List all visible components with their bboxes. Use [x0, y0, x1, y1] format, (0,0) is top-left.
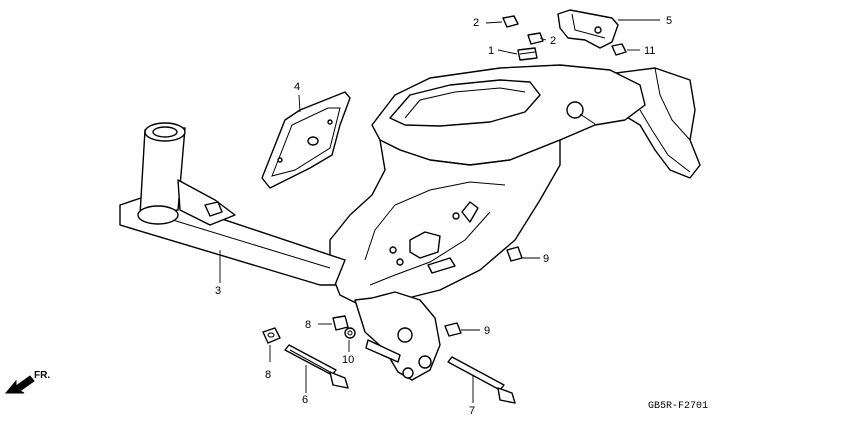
frame-body: [329, 64, 701, 381]
bolt-part-7: [447, 356, 516, 404]
callout-11: 11: [644, 45, 655, 57]
callout-6: 6: [302, 394, 308, 406]
washer-part-10: [344, 327, 356, 339]
nut-part-11: [611, 43, 627, 56]
nut-part-8-upper: [332, 315, 349, 331]
callout-5: 5: [666, 15, 672, 27]
callout-2-lower: 2: [550, 35, 556, 47]
callout-8-upper: 8: [305, 319, 311, 331]
callout-9-lower: 9: [484, 325, 490, 337]
bolt-part-6: [284, 344, 349, 389]
callout-9-upper: 9: [543, 253, 549, 265]
callout-1: 1: [488, 45, 494, 57]
leader-lines: [219, 19, 660, 403]
callout-3: 3: [215, 285, 221, 297]
bracket-part-5: [557, 9, 619, 49]
drawing-code: GB5R-F2701: [648, 401, 708, 412]
callout-10: 10: [342, 354, 354, 366]
front-direction-arrow: FR.: [4, 370, 50, 394]
nut-part-9-upper: [506, 246, 523, 262]
nut-part-9-lower: [444, 322, 462, 337]
front-tube: [119, 122, 346, 286]
nut-part-8-lower: [262, 327, 281, 344]
callout-4: 4: [294, 81, 300, 93]
callout-7: 7: [469, 405, 475, 417]
clip-parts: [502, 15, 544, 61]
callout-8-lower: 8: [265, 369, 271, 381]
callout-2-upper: 2: [473, 17, 479, 29]
stay-plate-part-4: [261, 91, 351, 189]
front-direction-label: FR.: [34, 370, 50, 381]
